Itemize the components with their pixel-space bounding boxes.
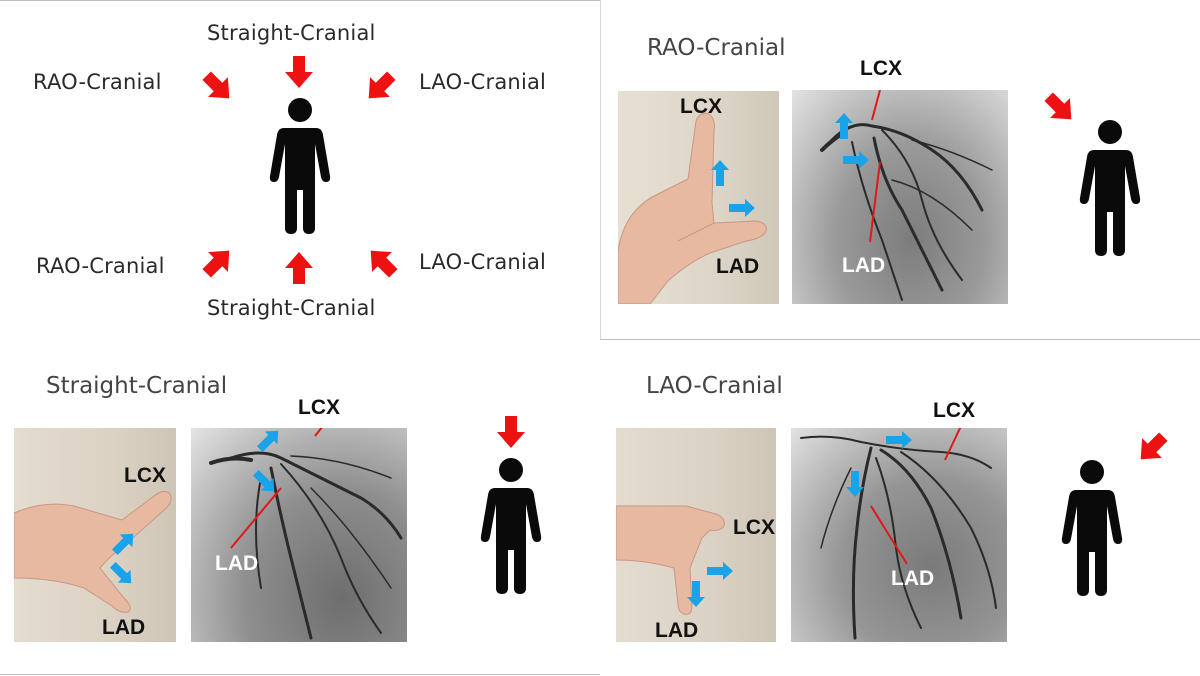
red-arrow-icon [1038,86,1082,130]
rao-panel-title: RAO-Cranial [647,35,786,61]
lao-angio-lcx-label: LCX [933,399,975,422]
rao-angio-lad-label: LAD [842,254,886,277]
overview-top-left-label: RAO-Cranial [33,70,162,94]
rao-vessel-graphic [820,90,993,301]
blue-arrow-icon [843,151,869,169]
person-icon [480,458,542,594]
red-arrow-icon [196,240,240,284]
red-arrow-icon [360,240,404,284]
lao-panel-title: LAO-Cranial [646,373,783,399]
straight-angiogram: LAD [191,428,407,642]
person-icon [1079,120,1141,256]
hand-flat-graphic [616,505,725,615]
rao-hand-arrows [711,160,755,217]
blue-arrow-icon [711,160,729,186]
overview-top-label: Straight-Cranial [207,21,376,45]
lao-angiogram: LAD [791,428,1007,642]
rao-hand-lad-label: LAD [716,255,760,278]
overview-bottom-right-label: LAO-Cranial [419,250,547,274]
rao-angiogram: LAD [792,90,1008,304]
vertical-divider [600,0,601,340]
lao-hand-photo: LCX LAD [616,428,776,642]
straight-vessel-graphic [209,428,403,640]
rao-angio-lcx-label: LCX [860,57,902,80]
overview-top-right-label: LAO-Cranial [419,70,547,94]
straight-figure [480,416,542,594]
blue-arrow-icon [687,581,705,607]
person-icon [1061,460,1123,596]
overview-bottom-left-label: RAO-Cranial [36,254,165,278]
blue-arrow-icon [707,562,733,580]
red-arrow-icon [285,56,313,88]
straight-angio-lad-label: LAD [215,552,259,575]
straight-angio-lcx-label: LCX [298,396,340,419]
rao-hand-lcx-label: LCX [680,95,722,118]
straight-hand-arrows [106,527,140,590]
lao-angio-lad-label: LAD [891,567,935,590]
rao-figure [1038,86,1141,256]
lao-hand-arrows [687,562,733,607]
straight-hand-lad-label: LAD [102,616,146,639]
red-arrow-icon [1130,426,1174,470]
straight-hand-photo: LCX LAD [14,428,176,642]
bottom-divider-left [0,674,600,675]
hand-l-shape-graphic [618,112,767,304]
middle-divider-right [600,339,1200,340]
person-icon [269,98,331,234]
lao-figure [1061,426,1174,596]
red-arrow-icon [497,416,525,448]
red-arrow-icon [285,252,313,284]
blue-arrow-icon [108,527,140,559]
straight-hand-lcx-label: LCX [124,464,166,487]
overview-bottom-label: Straight-Cranial [207,296,376,320]
lao-vessel-graphic [800,428,997,640]
blue-arrow-icon [106,558,138,590]
lao-hand-lad-label: LAD [655,619,699,642]
top-divider-left [0,0,600,1]
overview-figure-and-arrows [196,56,404,284]
rao-hand-photo: LCX LAD [618,91,779,304]
red-arrow-icon [196,65,240,109]
blue-arrow-icon [253,428,285,456]
straight-panel-title: Straight-Cranial [46,373,228,399]
lao-hand-lcx-label: LCX [733,516,775,539]
blue-arrow-icon [729,199,755,217]
red-arrow-icon [358,65,402,109]
hand-pointing-graphic [14,490,172,613]
